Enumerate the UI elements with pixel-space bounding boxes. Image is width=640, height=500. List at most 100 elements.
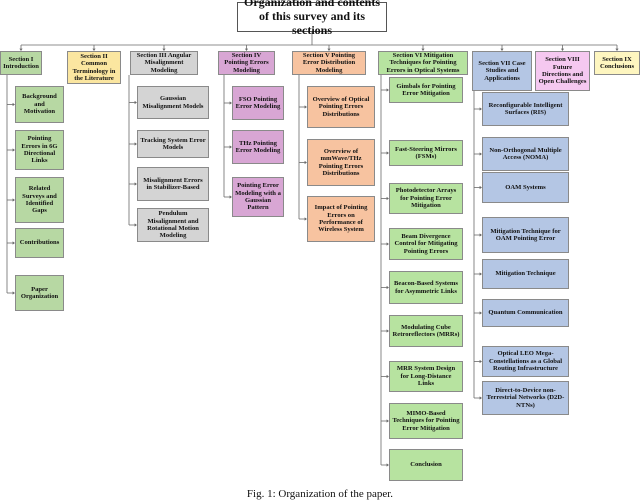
section-header-8: Section VIII Future Directions and Open … (535, 51, 590, 91)
section-5-item: Overview of Optical Pointing Errors Dist… (307, 86, 375, 128)
arrow-head (12, 291, 15, 295)
section-3-item: Gaussian Misalignment Models (137, 86, 209, 119)
item-label: Gimbals for Pointing Error Mitigation (396, 82, 456, 97)
item-label: Fast-Steering Mirrors (FSMs) (395, 145, 457, 160)
arrow-head (229, 101, 232, 105)
arrow-head (421, 48, 425, 51)
section-title: Section I Introduction (3, 55, 39, 70)
section-5-item: Overview of mmWave/THz Pointing Errors D… (307, 139, 375, 186)
item-label: THz Pointing Error Modeling (235, 139, 281, 154)
section-1-item: Background and Motivation (15, 86, 64, 123)
item-label: Pointing Error Modeling with a Gaussian … (235, 182, 281, 212)
arrow-head (304, 105, 307, 109)
item-label: Conclusion (410, 461, 442, 469)
section-6-item: Photodetector Arrays for Pointing Error … (389, 183, 463, 214)
section-1-item: Paper Organization (15, 275, 64, 311)
section-title: Section VI Mitigation Techniques for Poi… (386, 51, 460, 74)
figure-caption: Fig. 1: Organization of the paper. (246, 488, 394, 500)
section-6-item: MRR System Design for Long-Distance Link… (389, 361, 463, 392)
arrow-head (12, 102, 15, 107)
arrow-head (386, 463, 389, 467)
item-label: Direct-to-Device non-Terrestrial Network… (486, 386, 565, 409)
item-label: Impact of Pointing Errors on Performance… (314, 204, 368, 234)
item-label: MIMO-Based Techniques for Pointing Error… (392, 409, 460, 432)
arrow-head (386, 196, 389, 201)
section-4-item: THz Pointing Error Modeling (232, 130, 284, 164)
arrow-head (479, 185, 482, 190)
section-7-item: Direct-to-Device non-Terrestrial Network… (482, 381, 569, 415)
section-7-item: Quantum Communication (482, 299, 569, 327)
section-title: Section II Common Terminology in the Lit… (72, 52, 116, 82)
arrow-head (229, 195, 232, 199)
section-5-item: Impact of Pointing Errors on Performance… (307, 196, 375, 242)
arrow-head (479, 107, 482, 111)
item-label: Mitigation Technique for OAM Pointing Er… (490, 227, 561, 242)
section-7-item: Mitigation Technique (482, 259, 569, 289)
arrow-head (386, 242, 389, 246)
section-6-item: Gimbals for Pointing Error Mitigation (389, 77, 463, 103)
section-title: Section VIII Future Directions and Open … (538, 56, 587, 86)
item-label: FSO Pointing Error Modeling (235, 95, 281, 110)
section-6-item: Modulating Cube Retroreflectors (MRRs) (389, 315, 463, 347)
item-label: Photodetector Arrays for Pointing Error … (395, 187, 457, 210)
arrow-head (500, 48, 504, 51)
section-4-item: Pointing Error Modeling with a Gaussian … (232, 177, 284, 217)
item-label: Paper Organization (20, 285, 59, 300)
arrow-head (479, 311, 482, 315)
arrow-head (304, 160, 307, 165)
arrow-head (229, 145, 232, 149)
arrow-head (386, 151, 389, 155)
section-header-2: Section II Common Terminology in the Lit… (67, 51, 121, 84)
item-label: Beam Divergence Control for Mitigating P… (394, 232, 458, 255)
arrow-head (304, 217, 307, 221)
item-label: Pendulum Misalignment and Rotational Mot… (147, 210, 199, 240)
item-label: Non-Orthogonal Multiple Access (NOMA) (489, 146, 562, 161)
arrow-head (12, 198, 15, 202)
section-6-item: Beacon-Based Systems for Asymmetric Link… (389, 271, 463, 304)
root-title: Organization and contents of this survey… (243, 0, 380, 37)
item-label: Optical LEO Mega-Constellations as a Glo… (488, 350, 563, 373)
arrow-head (386, 285, 389, 290)
arrow-head (386, 374, 389, 379)
section-title: Section V Pointing Error Distribution Mo… (302, 51, 356, 74)
item-label: Beacon-Based Systems for Asymmetric Link… (394, 280, 458, 295)
arrow-head (386, 419, 389, 423)
arrow-head (479, 396, 482, 400)
item-label: Quantum Communication (488, 309, 563, 317)
arrow-head (479, 233, 482, 237)
item-label: MRR System Design for Long-Distance Link… (396, 365, 456, 388)
arrow-head (134, 223, 137, 227)
section-header-4: Section IV Pointing Errors Modeling (218, 51, 275, 75)
section-7-item: OAM Systems (482, 172, 569, 203)
section-3-item: Tracking System Error Models (137, 130, 209, 158)
section-6-item: MIMO-Based Techniques for Pointing Error… (389, 403, 463, 439)
item-label: OAM Systems (505, 183, 546, 191)
section-3-item: Pendulum Misalignment and Rotational Mot… (137, 208, 209, 242)
root-node: Organization and contents of this survey… (237, 0, 387, 37)
section-header-5: Section V Pointing Error Distribution Mo… (292, 51, 366, 75)
item-label: Overview of mmWave/THz Pointing Errors D… (318, 147, 364, 177)
item-label: Contributions (19, 239, 60, 247)
section-title: Section IX Conclusions (599, 55, 635, 70)
section-header-3: Section III Angular Misalignment Modelin… (130, 51, 198, 75)
item-label: Tracking System Error Models (140, 136, 206, 151)
arrow-head (134, 100, 137, 105)
section-7-item: Non-Orthogonal Multiple Access (NOMA) (482, 137, 569, 171)
arrow-head (92, 48, 96, 51)
item-label: Misalignment Errors in Stabilizer-Based (143, 176, 203, 191)
section-title: Section IV Pointing Errors Modeling (224, 51, 269, 74)
item-label: Background and Motivation (22, 93, 57, 116)
section-1-item: Related Surveys and Identified Gaps (15, 177, 64, 223)
arrow-head (12, 148, 15, 152)
section-7-item: Reconfigurable Intelligent Surfaces (RIS… (482, 92, 569, 126)
item-label: Related Surveys and Identified Gaps (22, 185, 57, 215)
arrow-head (560, 48, 565, 51)
section-6-item: Conclusion (389, 449, 463, 481)
item-label: Modulating Cube Retroreflectors (MRRs) (392, 323, 460, 338)
arrow-head (386, 329, 389, 333)
arrow-head (12, 241, 15, 245)
item-label: Gaussian Misalignment Models (142, 95, 204, 110)
arrow-head (386, 88, 389, 92)
